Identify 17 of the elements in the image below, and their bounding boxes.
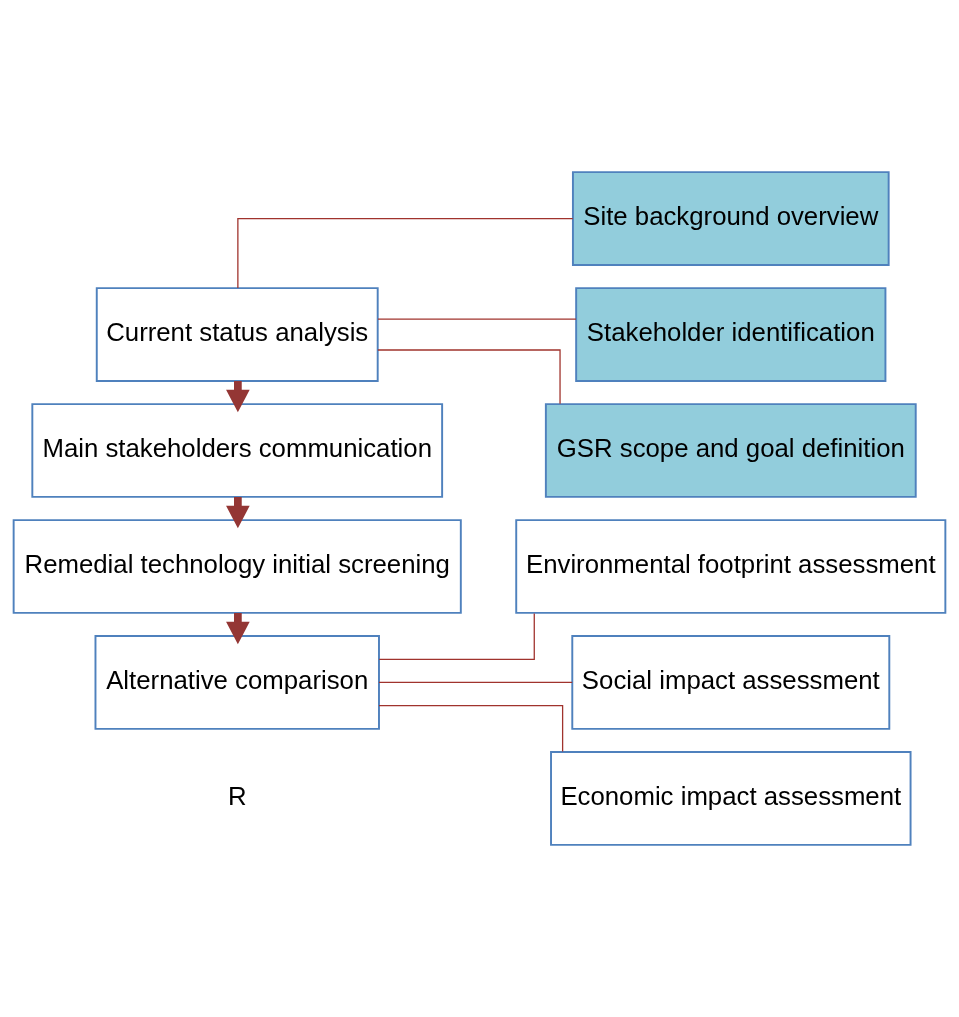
connector [237,217,574,289]
connector [377,349,561,405]
node-box: Site background overview [571,171,890,266]
node-box: Stakeholder identification [575,287,887,382]
connector [378,612,535,660]
node-box: Current status analysis [95,287,379,382]
connector [377,318,577,320]
node-box: Environmental footprint assessment [515,519,947,614]
node-box: GSR scope and goal definition [544,403,917,498]
connector [378,681,573,684]
node-box: Remedial technology initial screening [12,519,462,614]
node-box: Economic impact assessment [550,751,912,846]
node-box: Social impact assessment [571,635,891,730]
node-box: Main stakeholders communication [31,403,444,498]
connector [378,705,564,753]
label: R [227,781,247,810]
node-box: Alternative comparison [94,635,380,730]
